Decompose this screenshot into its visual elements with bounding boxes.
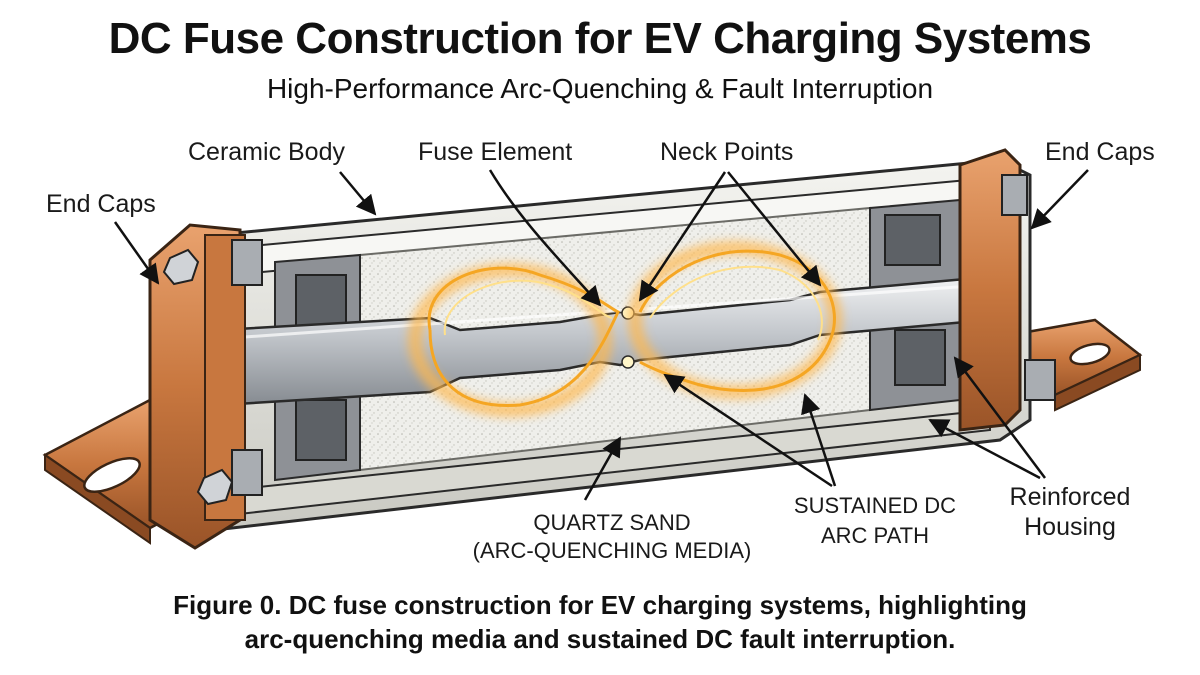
leader-arrows [113,169,1089,501]
caption-line-2: arc-quenching media and sustained DC fau… [244,624,956,654]
label-end-caps-right: End Caps [1045,138,1155,166]
arrow-end-caps-left [113,221,160,285]
arrow-end-caps-right [1030,169,1089,230]
label-arc-path-line1: SUSTAINED DC [794,493,956,518]
arrow-arc-path-2 [801,393,837,487]
end-cap-right [958,148,1056,432]
label-quartz-sand-line1: QUARTZ SAND [533,510,690,535]
arrow-housing-1 [928,418,1041,480]
arrow-neck-point-1 [638,171,727,302]
label-neck-points: Neck Points [660,138,793,166]
label-housing-line2: Housing [1024,513,1116,541]
arrow-quartz-sand [583,436,622,501]
caption-line-1: Figure 0. DC fuse construction for EV ch… [173,590,1027,620]
arrow-ceramic-body [339,171,377,216]
end-cap-left [148,223,263,550]
label-arc-path-line2: ARC PATH [821,523,929,548]
label-end-caps-left: End Caps [46,190,156,218]
arrow-housing-2 [953,356,1046,479]
label-quartz-sand-line2: (ARC-QUENCHING MEDIA) [473,538,752,563]
label-housing-line1: Reinforced [1010,483,1131,511]
page-title: DC Fuse Construction for EV Charging Sys… [108,14,1092,63]
arrow-neck-point-2 [727,171,822,287]
arrow-fuse-element [488,169,602,307]
arc-glow [408,241,842,417]
arrow-arc-path-1 [663,373,833,488]
figure-caption: Figure 0. DC fuse construction for EV ch… [0,588,1200,656]
label-fuse-element: Fuse Element [418,138,572,166]
page-subtitle: High-Performance Arc-Quenching & Fault I… [266,73,934,104]
label-ceramic-body: Ceramic Body [188,138,345,166]
